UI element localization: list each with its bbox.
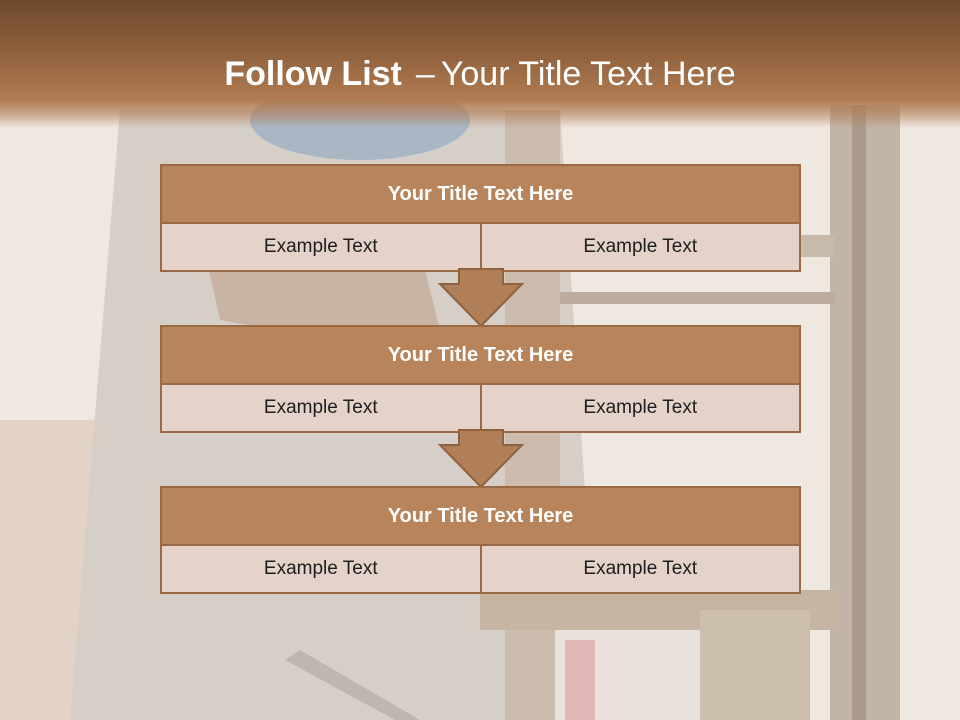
block-cell-left: Example Text [263,236,378,257]
slide-title: Follow List–Your Title Text Here [0,52,960,96]
down-arrow-icon [438,268,524,328]
block-cell-left: Example Text [263,397,378,418]
block-row: Example Text Example Text [162,546,799,592]
block-cell-right: Example Text [479,224,800,270]
slide-title-bold: Follow List [224,55,402,93]
block-row: Example Text Example Text [162,224,799,270]
block-title: Your Title Text Here [162,327,799,385]
follow-list-block: Your Title Text Here Example Text Exampl… [160,325,801,433]
block-title: Your Title Text Here [162,166,799,224]
follow-list-block: Your Title Text Here Example Text Exampl… [160,486,801,594]
block-title: Your Title Text Here [162,488,799,546]
title-band [0,0,960,128]
block-cell-right: Example Text [479,546,800,592]
block-cell-right: Example Text [479,385,800,431]
follow-list-block: Your Title Text Here Example Text Exampl… [160,164,801,272]
down-arrow-icon [438,429,524,489]
slide-title-dash: – [415,55,435,93]
block-row: Example Text Example Text [162,385,799,431]
block-cell-left: Example Text [263,558,378,579]
slide-title-rest: Your Title Text Here [440,55,736,93]
